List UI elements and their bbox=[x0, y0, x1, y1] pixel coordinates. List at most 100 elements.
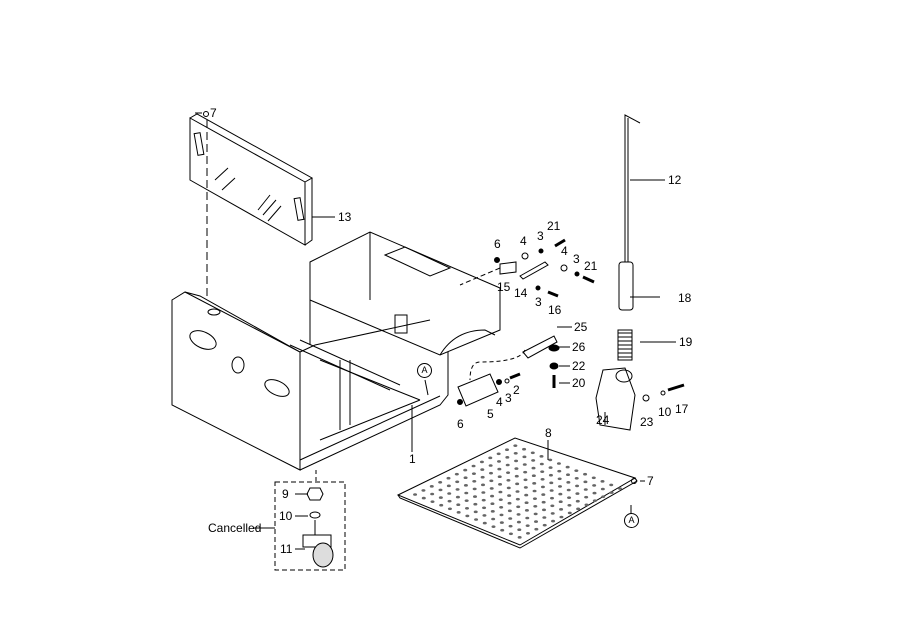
perforation-dot bbox=[498, 490, 503, 494]
perforation-dot bbox=[463, 468, 468, 472]
perforation-dot bbox=[499, 513, 504, 517]
perforation-dot bbox=[526, 531, 530, 535]
perforation-dot bbox=[471, 472, 476, 475]
perforation-dot bbox=[542, 516, 547, 519]
callout-4: 4 bbox=[496, 395, 503, 409]
perforation-dot bbox=[522, 455, 527, 459]
perforation-dot bbox=[447, 507, 452, 511]
perforation-dot bbox=[541, 493, 546, 496]
callout-12: 12 bbox=[668, 173, 682, 187]
perforation-dot bbox=[455, 488, 460, 491]
callout-1: 1 bbox=[409, 452, 416, 466]
callout-3: 3 bbox=[505, 391, 512, 405]
perforation-dot bbox=[534, 527, 539, 531]
callout-10: 10 bbox=[279, 509, 293, 523]
perforation-dot bbox=[516, 505, 521, 509]
perforation-dot bbox=[592, 491, 597, 495]
perforation-dot bbox=[531, 466, 536, 470]
perforation-dot bbox=[464, 491, 469, 495]
perforation-dot bbox=[514, 474, 519, 478]
perforation-dot bbox=[499, 505, 504, 509]
floor-plate bbox=[396, 437, 638, 549]
perforation-dot bbox=[497, 467, 502, 471]
perforation-dot bbox=[524, 509, 529, 512]
perforation-dot bbox=[463, 476, 468, 480]
perforation-dot bbox=[591, 476, 596, 480]
callout-24: 24 bbox=[596, 413, 610, 427]
perforation-dot bbox=[522, 447, 527, 451]
perforation-dot bbox=[558, 492, 563, 496]
perforation-dot bbox=[559, 508, 564, 511]
perforation-dot bbox=[583, 472, 588, 476]
perforation-dot bbox=[500, 528, 505, 532]
perforation-dot bbox=[430, 500, 435, 503]
perforation-dot bbox=[565, 465, 570, 469]
perforation-dot bbox=[516, 520, 521, 524]
perforation-dot bbox=[525, 516, 530, 520]
perforation-dot bbox=[522, 463, 527, 466]
leader-lines bbox=[195, 112, 676, 550]
perforation-dot bbox=[574, 476, 579, 480]
perforation-dot bbox=[550, 504, 555, 508]
perforation-dot bbox=[429, 485, 434, 488]
perforation-dot bbox=[473, 495, 477, 498]
perforation-dot bbox=[523, 470, 528, 474]
perforation-dot bbox=[534, 520, 538, 523]
callout-4: 4 bbox=[520, 234, 527, 248]
callout-13: 13 bbox=[338, 210, 352, 224]
perforation-dot bbox=[447, 499, 452, 503]
perforation-dot bbox=[506, 486, 511, 490]
perforation-dot bbox=[438, 480, 443, 484]
perforation-dot bbox=[539, 462, 544, 466]
perforation-dot bbox=[532, 497, 537, 500]
perforation-dot bbox=[523, 478, 528, 482]
perforation-dot bbox=[413, 493, 418, 496]
perforation-dot bbox=[490, 502, 495, 506]
perforation-dot bbox=[508, 532, 513, 536]
perforation-dot bbox=[507, 501, 512, 505]
perforation-dot bbox=[505, 448, 509, 452]
perforation-dot bbox=[508, 517, 513, 520]
perforation-dot bbox=[584, 503, 589, 507]
perforation-dot bbox=[532, 489, 537, 493]
callout-15: 15 bbox=[497, 280, 511, 294]
perforation-dot bbox=[482, 506, 487, 510]
perforation-dot bbox=[481, 491, 486, 494]
perforation-dot bbox=[496, 452, 501, 456]
perforation-dot bbox=[525, 524, 530, 527]
callout-18: 18 bbox=[678, 291, 692, 305]
perforation-dot bbox=[575, 499, 580, 503]
callout-8: 8 bbox=[545, 426, 552, 440]
perforation-dot bbox=[549, 481, 554, 485]
rod bbox=[618, 114, 660, 311]
callout-21: 21 bbox=[584, 259, 598, 273]
callout-23: 23 bbox=[640, 415, 654, 429]
perforation-dot bbox=[488, 456, 493, 460]
perforation-dot bbox=[516, 513, 521, 516]
nut-icon bbox=[306, 487, 324, 501]
perforation-dot bbox=[490, 510, 495, 513]
perforation-dot bbox=[567, 511, 572, 515]
callout-5: 5 bbox=[487, 407, 494, 421]
perforation-dot bbox=[539, 455, 544, 458]
perforation-dot bbox=[514, 467, 519, 470]
perforation-dot bbox=[592, 484, 597, 487]
cover-panel bbox=[189, 113, 314, 246]
callout-21: 21 bbox=[547, 219, 561, 233]
perforation-dot bbox=[592, 499, 597, 503]
bracket bbox=[595, 367, 636, 431]
perforation-dot bbox=[454, 472, 459, 476]
perforation-dot bbox=[455, 480, 460, 484]
perforation-dot bbox=[517, 536, 522, 539]
perforation-dot bbox=[481, 498, 486, 502]
perforation-dot bbox=[513, 444, 518, 447]
callout-10: 10 bbox=[658, 405, 672, 419]
perforation-dot bbox=[489, 479, 494, 483]
perforation-dot bbox=[491, 525, 496, 528]
perforation-dot bbox=[482, 521, 487, 525]
callout-19: 19 bbox=[679, 335, 693, 349]
perforation-dot bbox=[490, 494, 495, 498]
spring bbox=[617, 329, 633, 361]
